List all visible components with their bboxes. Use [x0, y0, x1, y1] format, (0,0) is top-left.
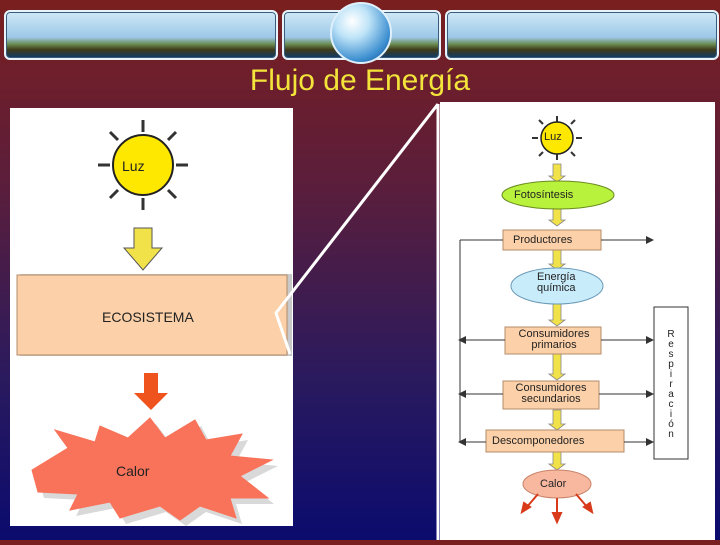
chemical-energy-line2: química — [537, 282, 576, 294]
respiration-letter: r — [669, 379, 673, 390]
right-heat-label: Calor — [540, 478, 567, 490]
top-banner-left — [4, 10, 278, 60]
respiration-letter: a — [668, 389, 674, 400]
left-feedback-lines — [459, 239, 505, 443]
right-sun-label: Luz — [544, 131, 562, 143]
arrow-down-yellow-icon — [122, 227, 164, 271]
arrow-down-red-icon — [134, 373, 168, 410]
respiration-letter: R — [667, 329, 675, 340]
producers-label: Productores — [513, 234, 573, 246]
right-diagram-panel: Luz Fotosíntesis Productores Energía quí… — [440, 102, 715, 540]
left-heat-label: Calor — [116, 463, 150, 479]
right-diagram-graphic — [458, 116, 689, 525]
respiration-letter: ó — [668, 419, 674, 430]
respiration-letter: p — [668, 359, 674, 370]
right-connector-lines — [599, 239, 652, 443]
respiration-box — [653, 306, 689, 460]
respiration-letter: e — [668, 339, 674, 350]
sun-icon — [112, 134, 174, 196]
heat-red-arrows — [520, 493, 594, 525]
spine-arrows — [547, 163, 567, 471]
small-sun-icon — [540, 121, 574, 155]
right-arrowheads — [646, 236, 654, 446]
respiration-letter: i — [669, 409, 673, 420]
primary-consumers-line1: Consumidores — [518, 328, 590, 340]
respiration-letter: s — [668, 349, 674, 360]
respiration-letter: i — [669, 369, 673, 380]
ecosystem-box — [16, 274, 288, 356]
primary-consumers-box — [504, 326, 602, 355]
respiration-letter: c — [668, 399, 674, 410]
left-diagram-graphic — [16, 120, 292, 526]
photosynthesis-label: Fotosíntesis — [514, 189, 574, 201]
left-arrowheads — [458, 336, 466, 446]
secondary-consumers-line2: secundarios — [521, 393, 581, 405]
decomposers-box — [485, 429, 625, 453]
secondary-consumers-label: Consumidores secundarios — [504, 383, 598, 405]
left-diagram-panel: Luz ECOSISTEMA Calor — [10, 108, 293, 526]
primary-consumers-line2: primarios — [531, 339, 577, 351]
chemical-energy-oval — [510, 267, 604, 305]
top-banner-right — [445, 10, 719, 60]
ecosystem-label: ECOSISTEMA — [102, 309, 194, 325]
chemical-energy-line1: Energía — [537, 271, 576, 283]
secondary-consumers-box — [502, 380, 600, 410]
heat-burst-icon — [31, 417, 274, 521]
sun-rays — [98, 120, 188, 210]
respiration-letter: n — [668, 429, 674, 440]
small-sun-rays — [532, 116, 582, 160]
decomposers-label: Descomponedores — [492, 435, 585, 447]
globe-logo — [330, 2, 392, 64]
photosynthesis-oval — [501, 180, 615, 210]
primary-consumers-label: Consumidores primarios — [508, 329, 600, 351]
slide-title: Flujo de Energía — [249, 64, 471, 97]
chemical-energy-label: Energía química — [537, 272, 576, 294]
left-sun-label: Luz — [122, 158, 145, 174]
secondary-consumers-line1: Consumidores — [515, 382, 587, 394]
